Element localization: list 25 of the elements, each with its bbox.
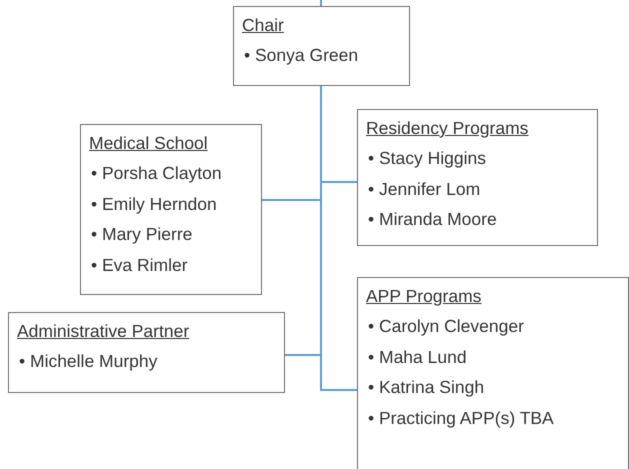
- person-name: • Emily Herndon: [90, 192, 217, 216]
- person-name: • Eva Rimler: [90, 254, 188, 276]
- person-name: • Porsha Clayton: [90, 162, 222, 185]
- role-box: [357, 109, 598, 246]
- person-name: • Maha Lund: [367, 346, 467, 368]
- person-name: • Practicing APP(s) TBA: [367, 406, 554, 430]
- person-name: • Jennifer Lom: [367, 178, 480, 200]
- person-name: • Katrina Singh: [367, 376, 484, 399]
- role-heading: Medical School: [89, 132, 209, 155]
- person-name: • Stacy Higgins: [367, 147, 486, 170]
- person-name: • Miranda Moore: [367, 208, 497, 231]
- role-box: [80, 124, 262, 295]
- person-name: • Carolyn Clevenger: [367, 315, 524, 338]
- role-box: [233, 6, 410, 86]
- connector-line: [320, 86, 357, 391]
- person-name: • Sonya Green: [243, 44, 358, 67]
- person-name: • Michelle Murphy: [18, 350, 158, 373]
- role-heading: Administrative Partner: [17, 320, 190, 343]
- connector-line: [320, 0, 322, 6]
- role-heading: APP Programs: [366, 285, 482, 308]
- person-name: • Mary Pierre: [90, 223, 192, 246]
- role-box: [357, 277, 629, 469]
- role-box: [8, 312, 285, 393]
- role-heading: Residency Programs: [366, 117, 530, 140]
- role-heading: Chair: [242, 14, 285, 37]
